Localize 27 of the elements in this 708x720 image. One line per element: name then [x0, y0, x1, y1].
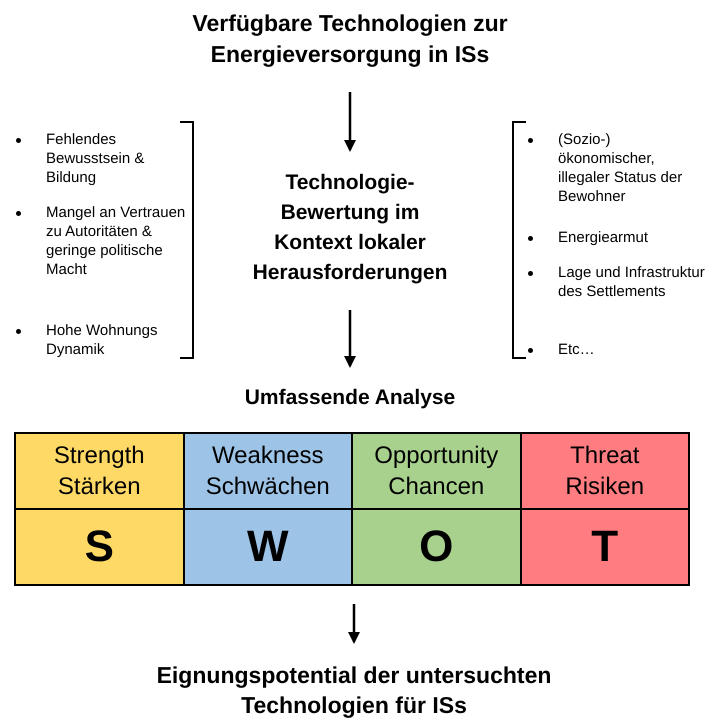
- bullet-text: Hohe Wohnungs Dynamik: [46, 321, 158, 359]
- swot-letter: S: [84, 521, 115, 573]
- swot-letter: O: [418, 521, 454, 573]
- swot-cell: [16, 434, 184, 584]
- swot-cell: [184, 434, 353, 584]
- cell-heading: Opportunity Chancen: [353, 434, 520, 510]
- bullet-text: Lage und Infrastruktur des Settlements: [558, 263, 706, 301]
- bullet-text: Fehlendes Bewusstsein & Bildung: [46, 130, 146, 187]
- cell-heading: Weakness Schwächen: [184, 434, 351, 510]
- bullet-text: Energiearmut: [558, 228, 650, 247]
- arrow: [344, 92, 356, 152]
- bullet-text: Etc…: [558, 340, 596, 359]
- swot-table: [14, 432, 690, 586]
- cell-heading: Strength Stärken: [16, 434, 182, 510]
- swot-letter: W: [246, 521, 290, 573]
- heading-text: Verfügbare Technologien zur Energieversorgung in ISs: [134, 8, 566, 70]
- cell-heading: Threat Risiken: [522, 434, 688, 510]
- swot-cell: [353, 434, 522, 584]
- arrow: [348, 604, 360, 644]
- swot-cell: [522, 434, 688, 584]
- heading-text: Umfassende Analyse: [190, 384, 510, 412]
- bullet-text: (Sozio-) ökonomischer, illegaler Status der Bewohner: [558, 130, 684, 206]
- heading-text: Technologie-Bewertung im Kontext lokaler Herausforderungen: [240, 168, 460, 288]
- heading-text: Eignungspotential der untersuchten Technologien für ISs: [104, 660, 604, 720]
- arrow: [344, 310, 356, 368]
- swot-letter: T: [590, 521, 620, 573]
- bullet-text: Mangel an Vertrauen zu Autoritäten & geringe politische Macht: [46, 203, 186, 279]
